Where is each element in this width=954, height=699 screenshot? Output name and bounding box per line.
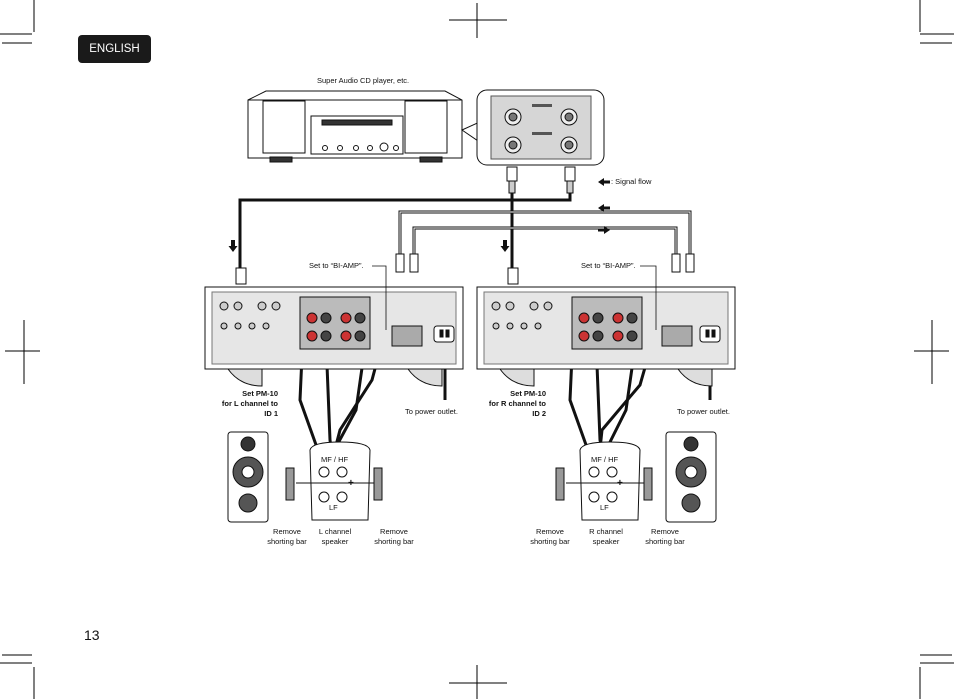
plus-right: + <box>617 478 623 489</box>
remove-bar-3-line2: shorting bar <box>530 537 570 546</box>
speaker-left-rear <box>285 441 383 521</box>
remove-bar-2: Remove shorting bar <box>369 527 419 547</box>
amp-left-line1: Set PM-10 <box>242 389 278 398</box>
power-right-label: To power outlet. <box>677 407 730 416</box>
amp-left-caption: Set PM-10 for L channel to ID 1 <box>196 389 278 419</box>
terminal-mfhf-right: MF / HF <box>591 455 619 464</box>
amp-right-line3: ID 2 <box>532 409 546 418</box>
terminal-mfhf-left: MF / HF <box>321 455 349 464</box>
amplifier-left <box>204 286 464 387</box>
leader-lines <box>372 265 657 330</box>
remove-bar-3-line1: Remove <box>536 527 564 536</box>
l-speaker-line1: L channel <box>318 527 352 536</box>
cable-sheaths <box>399 211 691 262</box>
remove-bar-4-line2: shorting bar <box>645 537 685 546</box>
speaker-right-rear <box>555 441 653 521</box>
speaker-right-front <box>665 431 717 523</box>
amp-left-line3: ID 1 <box>264 409 278 418</box>
cd-player <box>247 90 463 163</box>
legend-arrow-icon <box>598 178 610 186</box>
r-speaker-line2: speaker <box>592 537 620 546</box>
plus-left: + <box>348 478 354 489</box>
l-speaker-caption: L channel speaker <box>310 527 360 547</box>
arrow-down-left-icon <box>228 240 238 252</box>
amp-left-line2: for L channel to <box>221 399 278 408</box>
terminal-lf-left: LF <box>329 503 338 512</box>
remove-bar-4-line1: Remove <box>651 527 679 536</box>
arrow-right-icon <box>598 226 610 234</box>
amp-right-caption: Set PM-10 for R channel to ID 2 <box>464 389 546 419</box>
page-number: 13 <box>84 627 100 643</box>
power-left-label: To power outlet. <box>405 407 458 416</box>
speaker-left-front <box>227 431 269 523</box>
remove-bar-2-line1: Remove <box>380 527 408 536</box>
remove-bar-2-line2: shorting bar <box>374 537 414 546</box>
remove-bar-1-line1: Remove <box>273 527 301 536</box>
remove-bar-4: Remove shorting bar <box>640 527 690 547</box>
legend-label: : Signal flow <box>611 177 652 186</box>
xlr-plugs <box>506 166 576 194</box>
amp-right-line2: for R channel to <box>488 399 546 408</box>
arrow-left-icon <box>598 204 610 212</box>
r-speaker-caption: R channel speaker <box>580 527 632 547</box>
rca-plugs <box>235 253 695 285</box>
amplifier-right <box>476 286 736 387</box>
l-speaker-line2: speaker <box>321 537 349 546</box>
remove-bar-1: Remove shorting bar <box>262 527 312 547</box>
arrow-down-right-icon <box>500 240 510 252</box>
amp-right-line1: Set PM-10 <box>510 389 546 398</box>
r-speaker-line1: R channel <box>589 527 623 536</box>
remove-bar-1-line2: shorting bar <box>267 537 307 546</box>
set-biamp-left: Set to “BI-AMP”. <box>309 261 364 270</box>
terminal-lf-right: LF <box>600 503 609 512</box>
remove-bar-3: Remove shorting bar <box>525 527 575 547</box>
source-label: Super Audio CD player, etc. <box>317 76 410 85</box>
language-tab: ENGLISH <box>78 35 151 63</box>
signal-flow-arrows <box>228 178 610 252</box>
set-biamp-right: Set to “BI-AMP”. <box>581 261 636 270</box>
rear-panel-callout <box>460 89 605 166</box>
